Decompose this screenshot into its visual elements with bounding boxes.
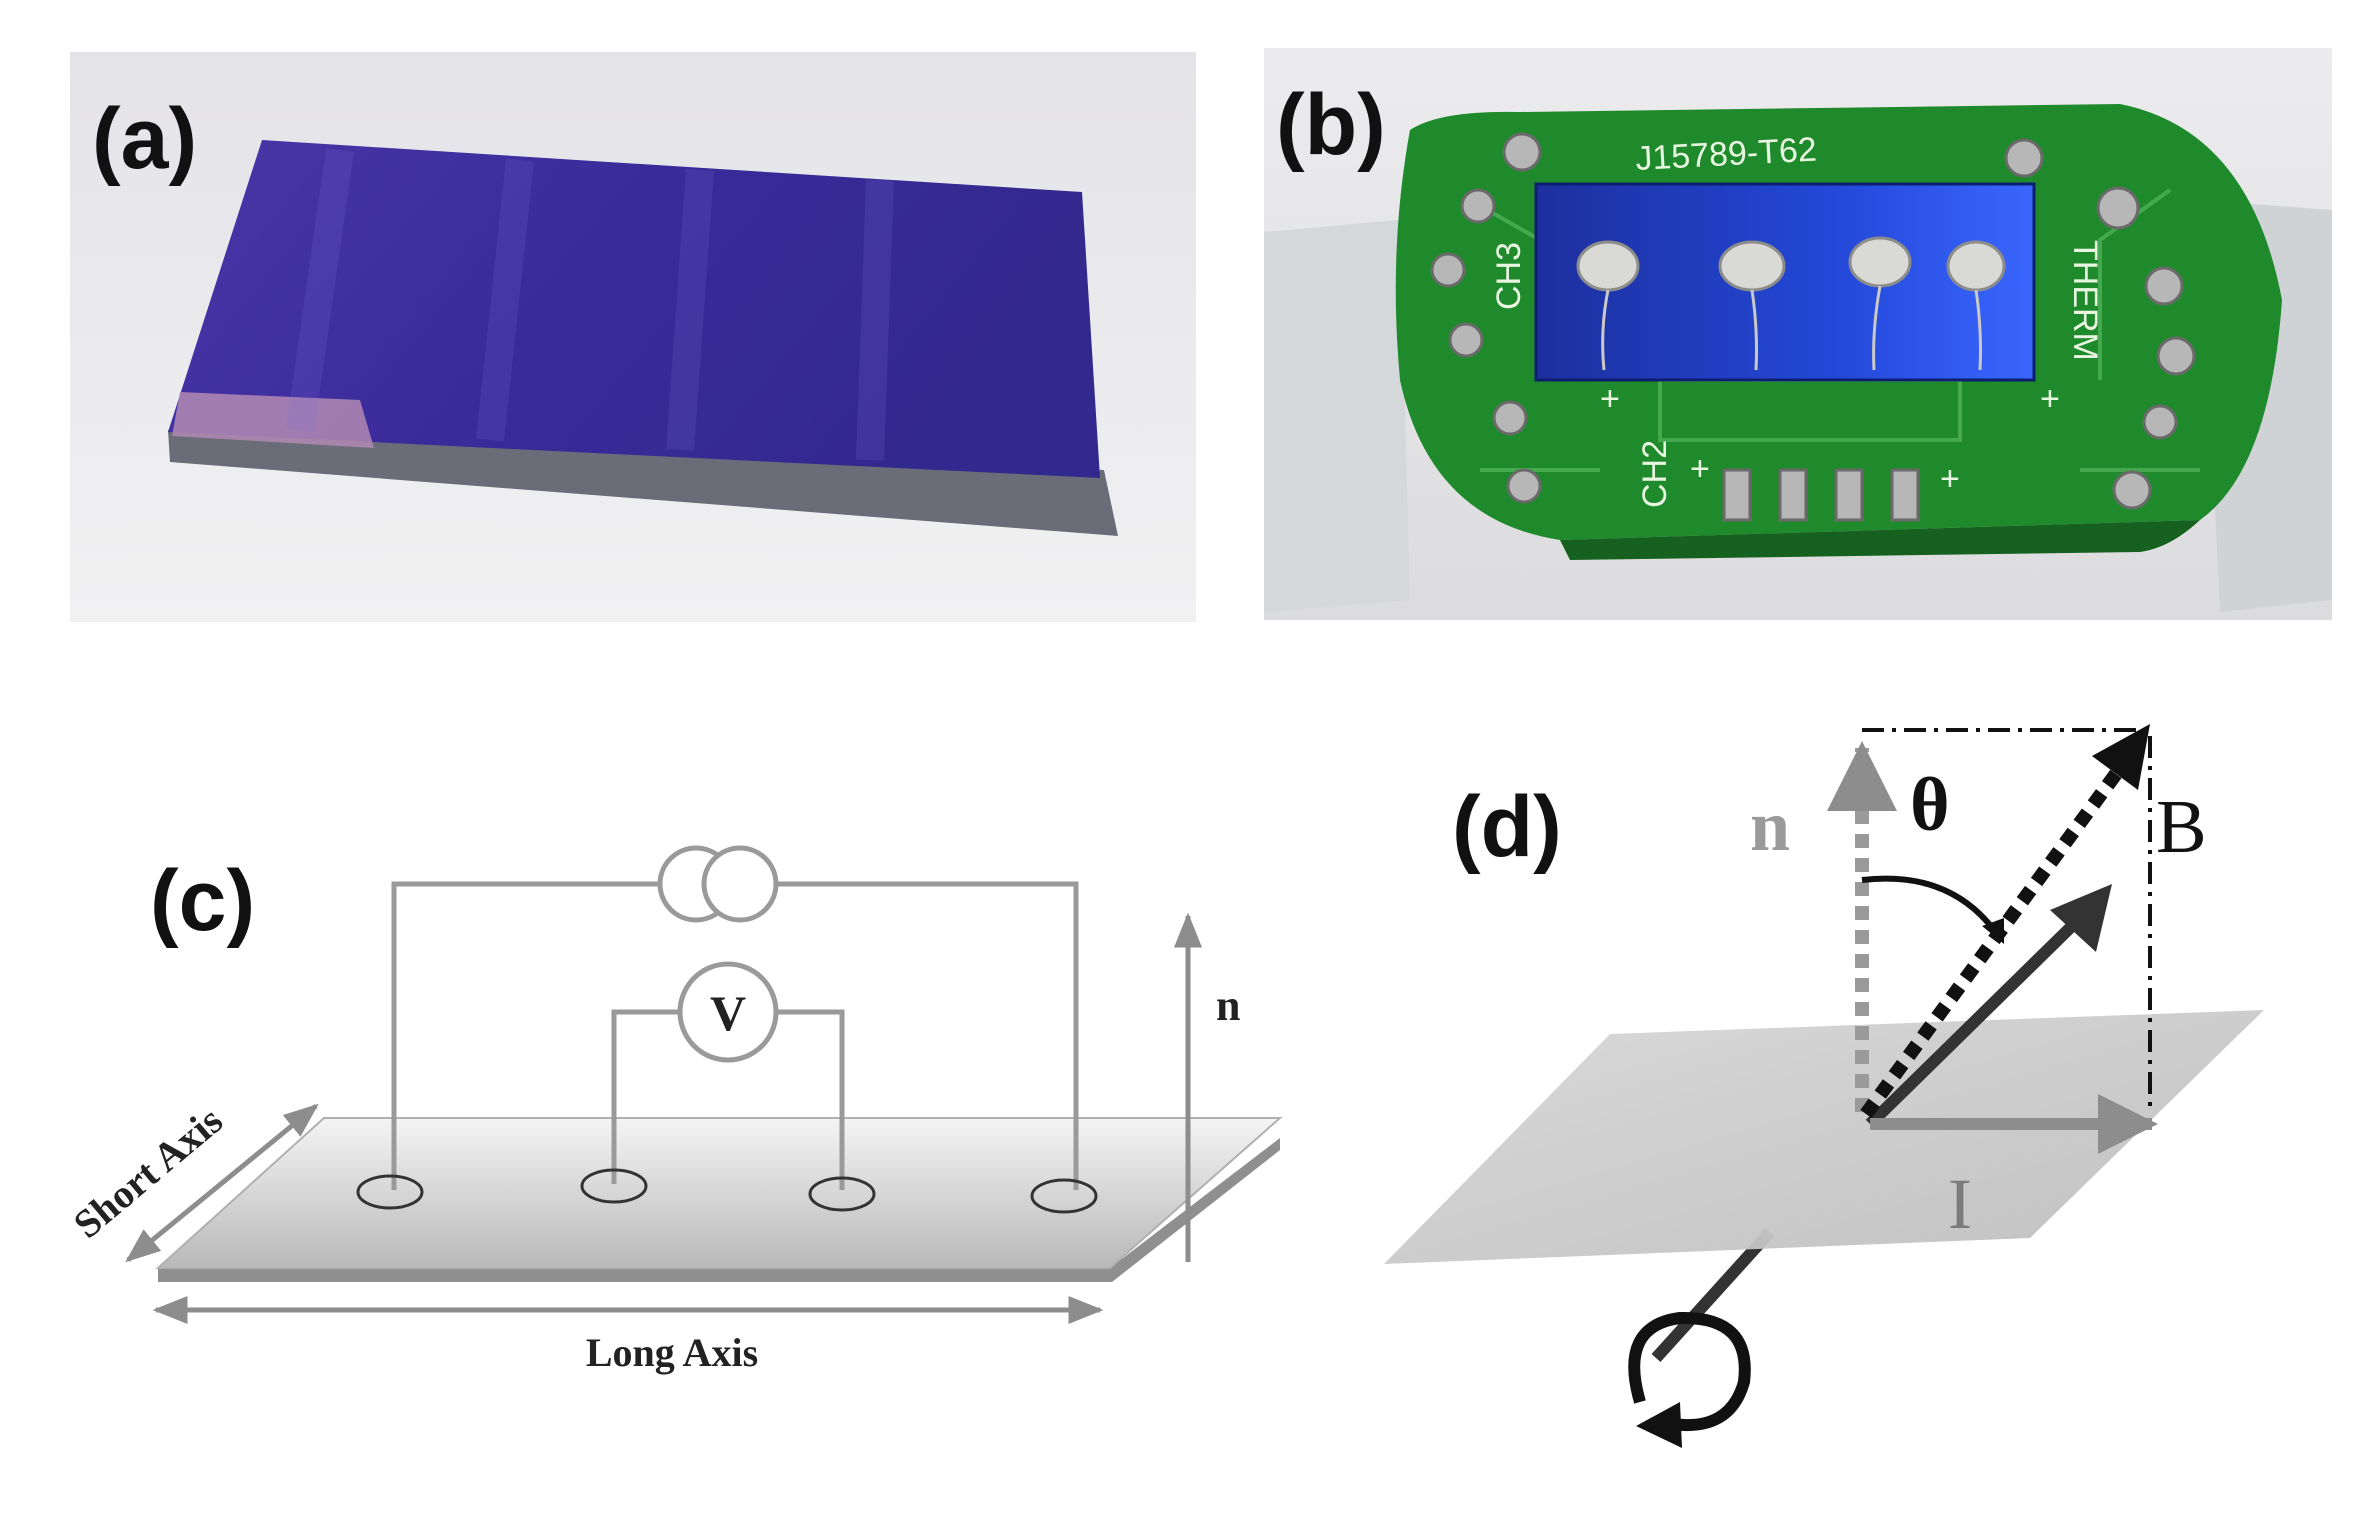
pcb-part-number: J15789-T62 [1634, 131, 1817, 178]
field-label: B [2156, 785, 2207, 869]
normal-label: n [1216, 981, 1240, 1030]
current-label: I [1948, 1164, 1972, 1244]
rotation-arrow [1628, 1311, 1751, 1431]
wafer-stripes [286, 148, 894, 461]
wafer-reflection [172, 392, 374, 448]
panel-d-label: (d) [1452, 779, 1562, 875]
panel-c: V n Short Axis Long Axis (c) [65, 845, 1283, 1375]
sample-plate [155, 1117, 1283, 1269]
panel-c-label: (c) [150, 853, 255, 949]
angle-label: θ [1910, 763, 1950, 847]
current-source [657, 845, 779, 923]
solder-pads [1430, 132, 2196, 522]
pcb-plus-2: + [1690, 450, 1710, 488]
contact-wires [1601, 285, 1982, 371]
mount-block [1264, 220, 1410, 612]
pcb-plus-4: + [2040, 380, 2060, 418]
rotation-axis-lower [1651, 1227, 1775, 1363]
panel-b: J15789-T62 CH3 CH2 THERM + + + + (b) [1264, 48, 2332, 620]
normal-label: n [1750, 786, 1790, 866]
pcb-plus-3: + [1940, 460, 1960, 498]
pcb-ch3-label: CH3 [1490, 242, 1528, 310]
circuit-wires [391, 881, 1079, 1190]
wafer-edge [168, 430, 1118, 536]
pcb-ch2-label: CH2 [1636, 440, 1674, 508]
long-axis-label: Long Axis [586, 1330, 758, 1375]
pcb-plus-1: + [1600, 380, 1620, 418]
voltmeter-symbol: V [710, 985, 746, 1041]
rotation-arrowhead [1636, 1402, 1682, 1448]
panel-a-label: (a) [92, 91, 197, 187]
sample-plane [1384, 1010, 2264, 1264]
angle-arc [1861, 875, 1997, 932]
angle-arc-arrowhead [1982, 918, 2004, 944]
pcb-therm-label: THERM [2066, 240, 2104, 361]
rotation-axis-arrowhead [2050, 884, 2112, 952]
voltmeter [677, 961, 779, 1063]
rotation-axis-upper [1865, 919, 2079, 1129]
wafer-sample [168, 140, 1100, 478]
short-axis-arrow [125, 1103, 319, 1263]
panel-b-label: (b) [1276, 77, 1386, 173]
panel-a: (a) [70, 52, 1196, 622]
projection-lines [1862, 728, 2152, 1110]
panel-d: I n θ B (d) [1384, 724, 2264, 1448]
sample-contacts [1576, 236, 2006, 292]
contact-pads [356, 1168, 1098, 1214]
pcb-bottom-edge [1560, 520, 2200, 560]
field-arrowhead [2092, 724, 2150, 790]
